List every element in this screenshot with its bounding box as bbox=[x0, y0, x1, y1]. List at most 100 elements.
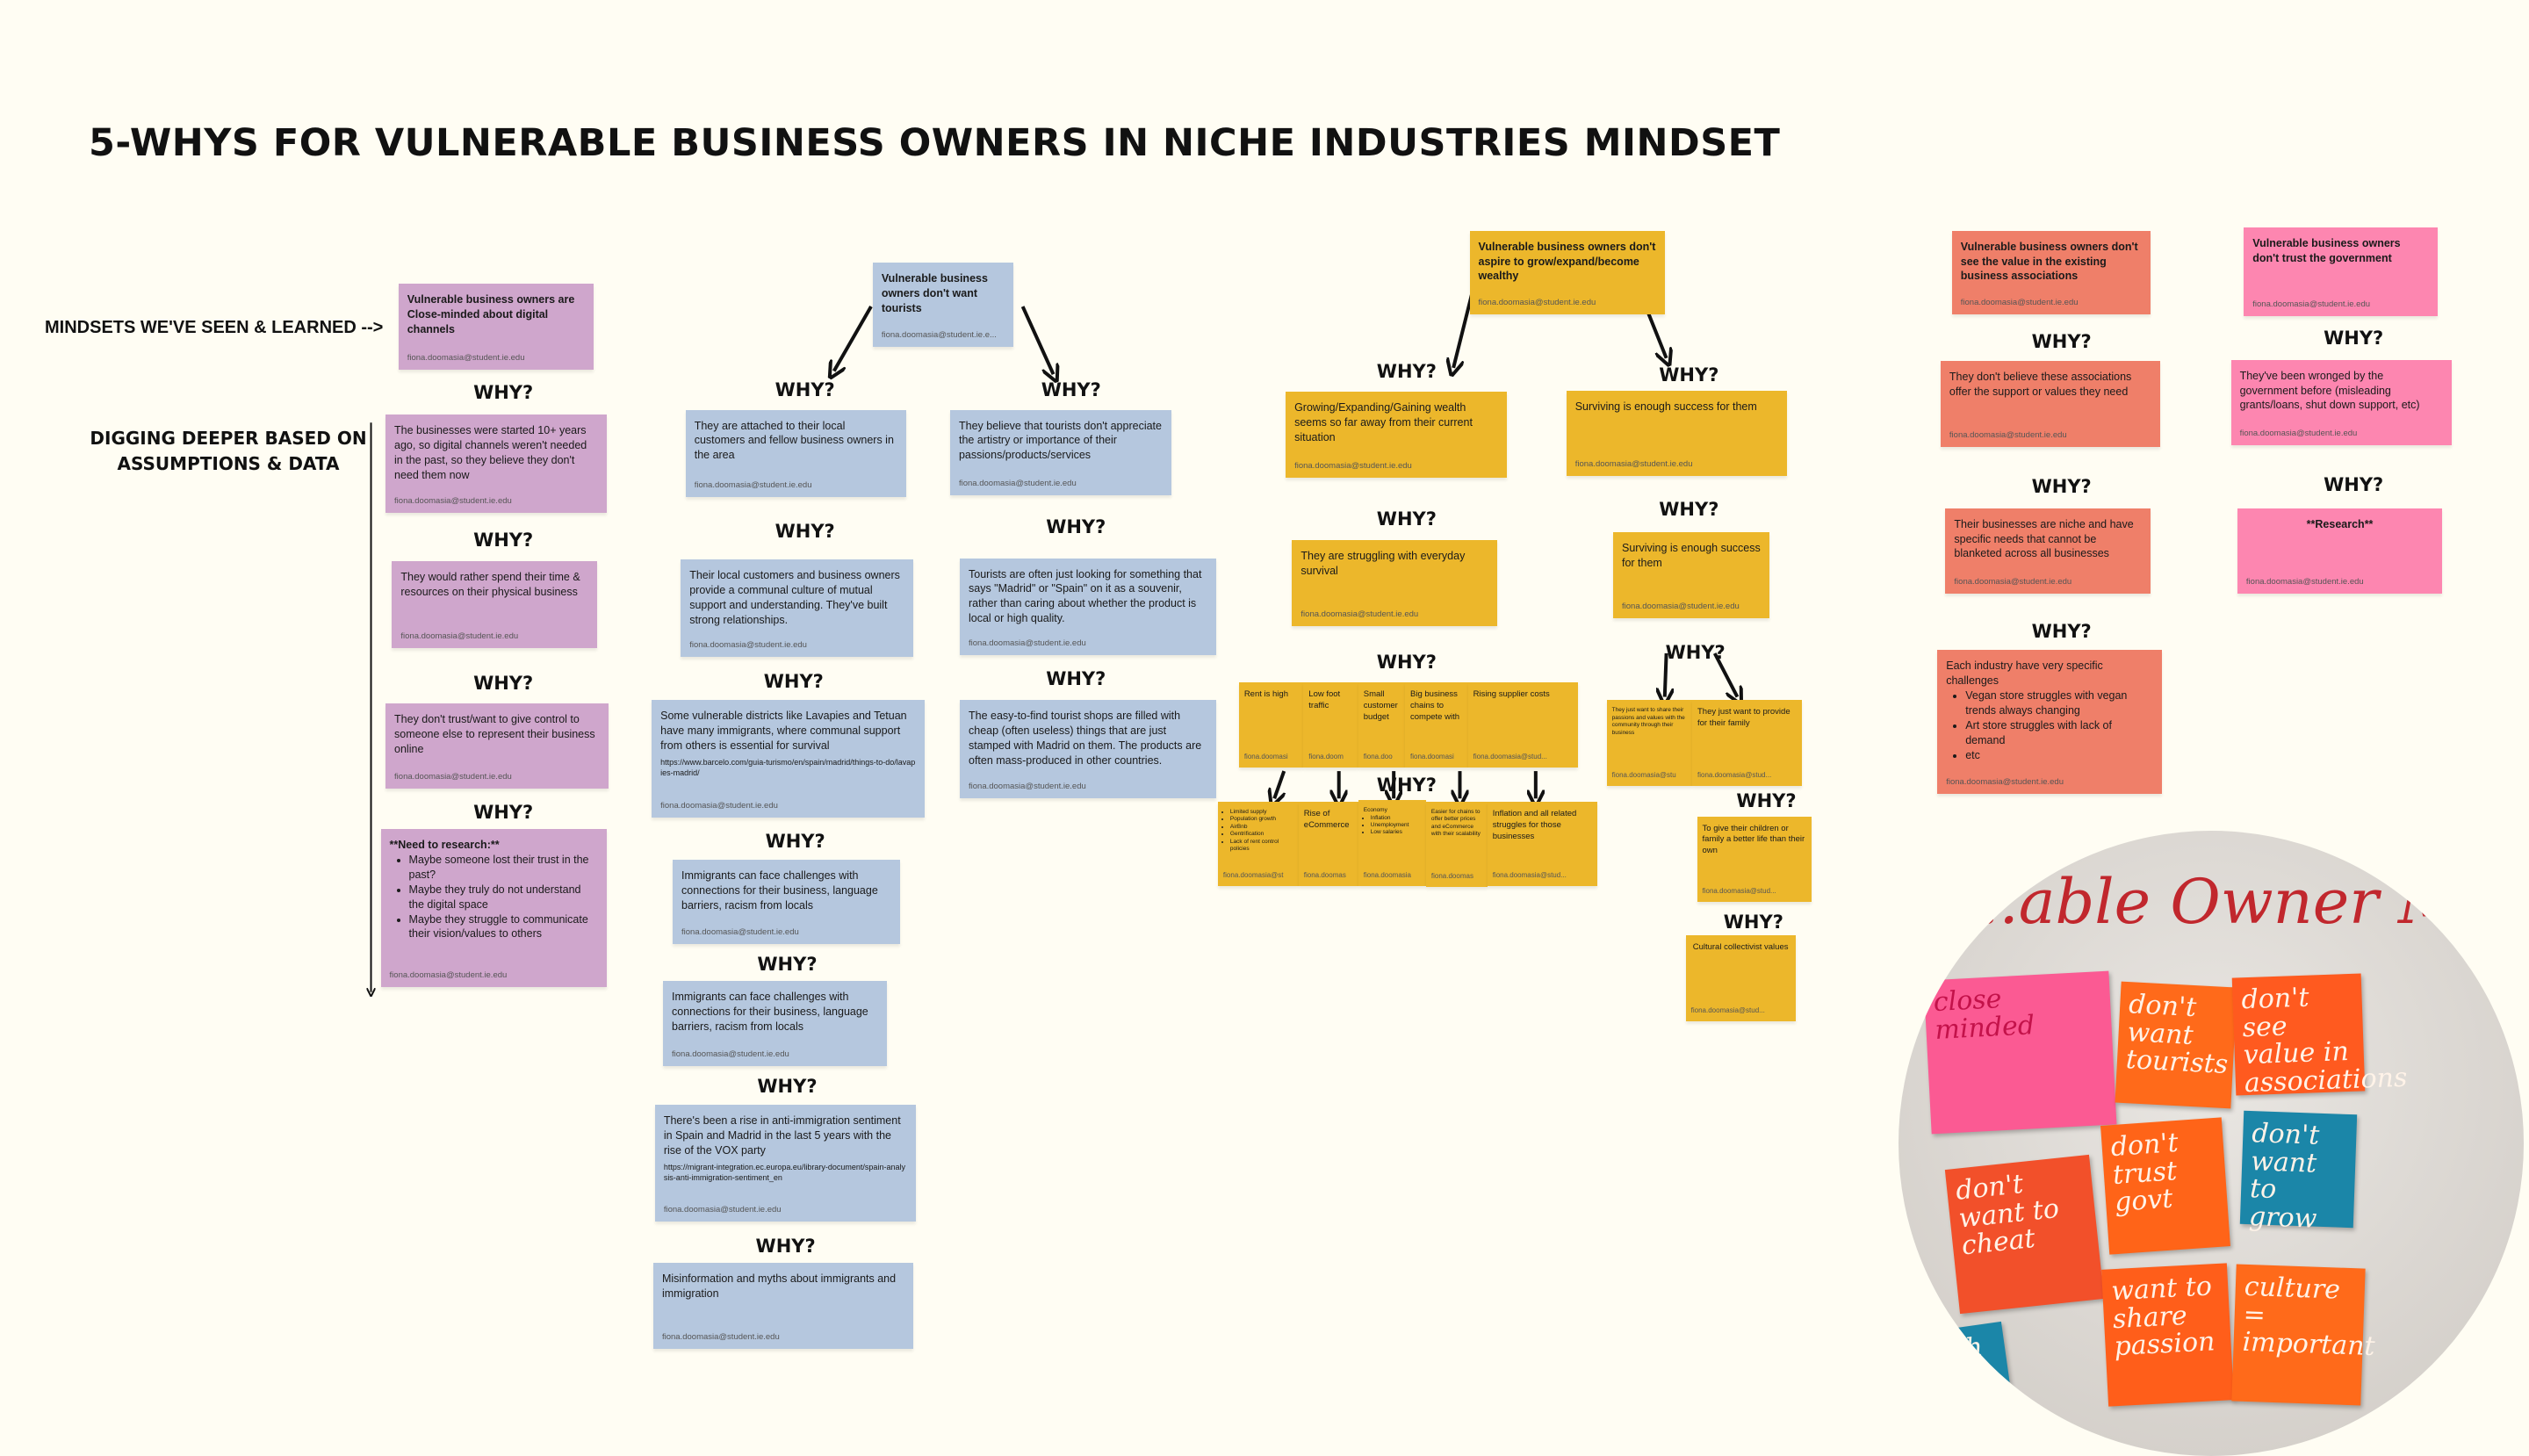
sticky-note-red[interactable]: Their businesses are niche and have spec… bbox=[1945, 508, 2151, 594]
note-text: They just want to provide for their fami… bbox=[1697, 707, 1790, 729]
note-author-email: fiona.doomasia@st bbox=[1222, 870, 1284, 879]
sticky-note-pink[interactable]: They've been wronged by the government b… bbox=[2230, 359, 2453, 445]
note-author-email: fiona.doomasia@student.ie.edu bbox=[2252, 299, 2371, 310]
sticky-note-pink[interactable]: **Research**fiona.doomasia@student.ie.ed… bbox=[2237, 508, 2443, 594]
sticky-note-red[interactable]: Each industry have very specific challen… bbox=[1937, 650, 2162, 794]
note-bullet-list: Limited supplyPopulation growthAirBnbGen… bbox=[1223, 809, 1293, 854]
sticky-note-purple[interactable]: **Need to research:**Maybe someone lost … bbox=[380, 829, 607, 988]
why-label: WHY? bbox=[1659, 498, 1719, 520]
sticky-note-blue[interactable]: They believe that tourists don't appreci… bbox=[949, 409, 1171, 495]
note-text: Each industry have very specific challen… bbox=[1946, 660, 2103, 688]
sticky-note-blue[interactable]: Immigrants can face challenges with conn… bbox=[673, 860, 901, 944]
sticky-note-yellow[interactable]: Inflation and all related struggles for … bbox=[1487, 801, 1597, 886]
note-author-email: fiona.doomasia@student.ie.edu bbox=[2239, 429, 2358, 438]
sticky-note-pink[interactable]: Vulnerable business owners don't trust t… bbox=[2244, 227, 2438, 317]
sticky-note-red[interactable]: Vulnerable business owners don't see the… bbox=[1951, 230, 2151, 315]
note-bullet: Gentrification bbox=[1230, 831, 1293, 838]
note-author-email: fiona.doomasia@student.ie.edu bbox=[389, 970, 508, 981]
sticky-note-yellow[interactable]: Growing/Expanding/Gaining wealth seems s… bbox=[1286, 392, 1507, 478]
note-bullet-list: Vegan store struggles with vegan trends … bbox=[1946, 688, 2152, 762]
why-label: WHY? bbox=[473, 382, 534, 404]
sticky-note-yellow[interactable]: They just want to provide for their fami… bbox=[1692, 700, 1802, 786]
note-text: Economy bbox=[1363, 807, 1387, 814]
sticky-note-blue[interactable]: Tourists are often just looking for some… bbox=[960, 558, 1217, 655]
photo-sticky-note: don't see value in associations bbox=[2231, 973, 2408, 1099]
note-text: Easier for chains to offer better prices… bbox=[1430, 808, 1481, 838]
note-text: They don't trust/want to give control to… bbox=[394, 712, 595, 755]
note-text: Rising supplier costs bbox=[1473, 689, 1550, 700]
why-label: WHY? bbox=[765, 831, 825, 853]
sticky-note-purple[interactable]: They don't trust/want to give control to… bbox=[385, 703, 609, 789]
note-author-email: fiona.doomasia@stud... bbox=[1492, 870, 1567, 879]
note-text: They are struggling with everyday surviv… bbox=[1301, 550, 1466, 578]
note-text: Low foot traffic bbox=[1308, 689, 1341, 710]
sticky-note-yellow[interactable]: They are struggling with everyday surviv… bbox=[1292, 540, 1497, 626]
note-text: They've been wronged by the government b… bbox=[2239, 369, 2420, 412]
note-author-email: fiona.doomasia@student.ie.edu bbox=[1949, 429, 2067, 440]
note-author-email: fiona.doo bbox=[1363, 753, 1393, 761]
sticky-note-blue[interactable]: Vulnerable business owners don't want to… bbox=[872, 263, 1013, 347]
sticky-note-blue[interactable]: Immigrants can face challenges with conn… bbox=[663, 980, 888, 1067]
sticky-note-purple[interactable]: Vulnerable business owners are Close-min… bbox=[398, 284, 594, 370]
sticky-note-yellow[interactable]: EconomyInflationUnemploymentLow salaries… bbox=[1358, 800, 1426, 886]
sticky-note-red[interactable]: They don't believe these associations of… bbox=[1940, 361, 2160, 447]
note-source-link[interactable]: https://migrant-integration.ec.europa.eu… bbox=[663, 1162, 905, 1182]
sticky-note-purple[interactable]: They would rather spend their time & res… bbox=[392, 561, 597, 649]
why-label: WHY? bbox=[2031, 621, 2092, 643]
why-label: WHY? bbox=[1376, 774, 1437, 796]
note-text: Cultural collectivist values bbox=[1692, 942, 1789, 953]
why-label: WHY? bbox=[763, 671, 824, 693]
why-label: WHY? bbox=[1376, 508, 1437, 530]
why-label: WHY? bbox=[1046, 667, 1106, 689]
note-author-email: fiona.doomasia@student.ie.edu bbox=[394, 496, 512, 507]
why-label: WHY? bbox=[775, 378, 835, 400]
note-text: Rise of eCommerce bbox=[1303, 808, 1350, 830]
photo-sticky-note: culture = important bbox=[2231, 1264, 2375, 1406]
photo-sticky-note: want to share passion bbox=[2101, 1263, 2234, 1407]
sticky-note-yellow[interactable]: Limited supplyPopulation growthAirBnbGen… bbox=[1217, 801, 1299, 886]
note-author-email: fiona.doomasia@student.ie.edu bbox=[969, 782, 1086, 792]
note-text: Surviving is enough success for them bbox=[1574, 400, 1757, 413]
sticky-note-blue[interactable]: The easy-to-find tourist shops are fille… bbox=[960, 700, 1217, 799]
sticky-note-blue[interactable]: Some vulnerable districts like Lavapies … bbox=[652, 700, 925, 818]
note-author-email: fiona.doomasia@student.ie.edu bbox=[660, 801, 778, 811]
sticky-note-yellow[interactable]: Easier for chains to offer better prices… bbox=[1425, 801, 1488, 888]
why-label: WHY? bbox=[473, 801, 534, 823]
sticky-note-purple[interactable]: The businesses were started 10+ years ag… bbox=[385, 414, 607, 514]
sticky-note-blue[interactable]: They are attached to their local custome… bbox=[685, 409, 907, 497]
why-label: WHY? bbox=[1736, 790, 1797, 812]
note-text: They don't believe these associations of… bbox=[1949, 371, 2132, 399]
why-label: WHY? bbox=[1376, 652, 1437, 674]
note-author-email: fiona.doomasia@stud... bbox=[1702, 886, 1776, 895]
note-author-email: fiona.doomasia@student.ie.edu bbox=[400, 631, 519, 642]
sticky-note-blue[interactable]: Misinformation and myths about immigrant… bbox=[652, 1263, 913, 1349]
why-label: WHY? bbox=[757, 953, 818, 975]
note-text: Their businesses are niche and have spec… bbox=[1954, 517, 2134, 560]
sticky-note-blue[interactable]: Their local customers and business owner… bbox=[681, 559, 913, 657]
note-author-email: fiona.doomasi bbox=[1410, 753, 1454, 761]
note-text: Misinformation and myths about immigrant… bbox=[661, 1272, 897, 1301]
note-source-link[interactable]: https://www.barcelo.com/guia-turismo/en/… bbox=[660, 757, 916, 777]
sticky-note-blue[interactable]: There's been a rise in anti-immigration … bbox=[654, 1105, 917, 1222]
note-text: Vulnerable business owners are Close-min… bbox=[407, 293, 575, 336]
note-bullet: Unemployment bbox=[1371, 822, 1421, 829]
note-text: There's been a rise in anti-immigration … bbox=[663, 1114, 901, 1157]
sticky-note-yellow[interactable]: They just want to share their passions a… bbox=[1606, 700, 1692, 786]
note-text: They would rather spend their time & res… bbox=[400, 571, 580, 599]
sticky-note-yellow[interactable]: To give their children or family a bette… bbox=[1697, 816, 1812, 902]
note-author-email: fiona.doomasia@student.ie.edu bbox=[1622, 601, 1740, 611]
note-text: Inflation and all related struggles for … bbox=[1492, 808, 1577, 841]
note-author-email: fiona.doomasia@student.ie.edu bbox=[689, 639, 807, 650]
note-text: **Need to research:** bbox=[389, 839, 500, 852]
sticky-note-yellow[interactable]: Vulnerable business owners don't aspire … bbox=[1469, 230, 1665, 315]
